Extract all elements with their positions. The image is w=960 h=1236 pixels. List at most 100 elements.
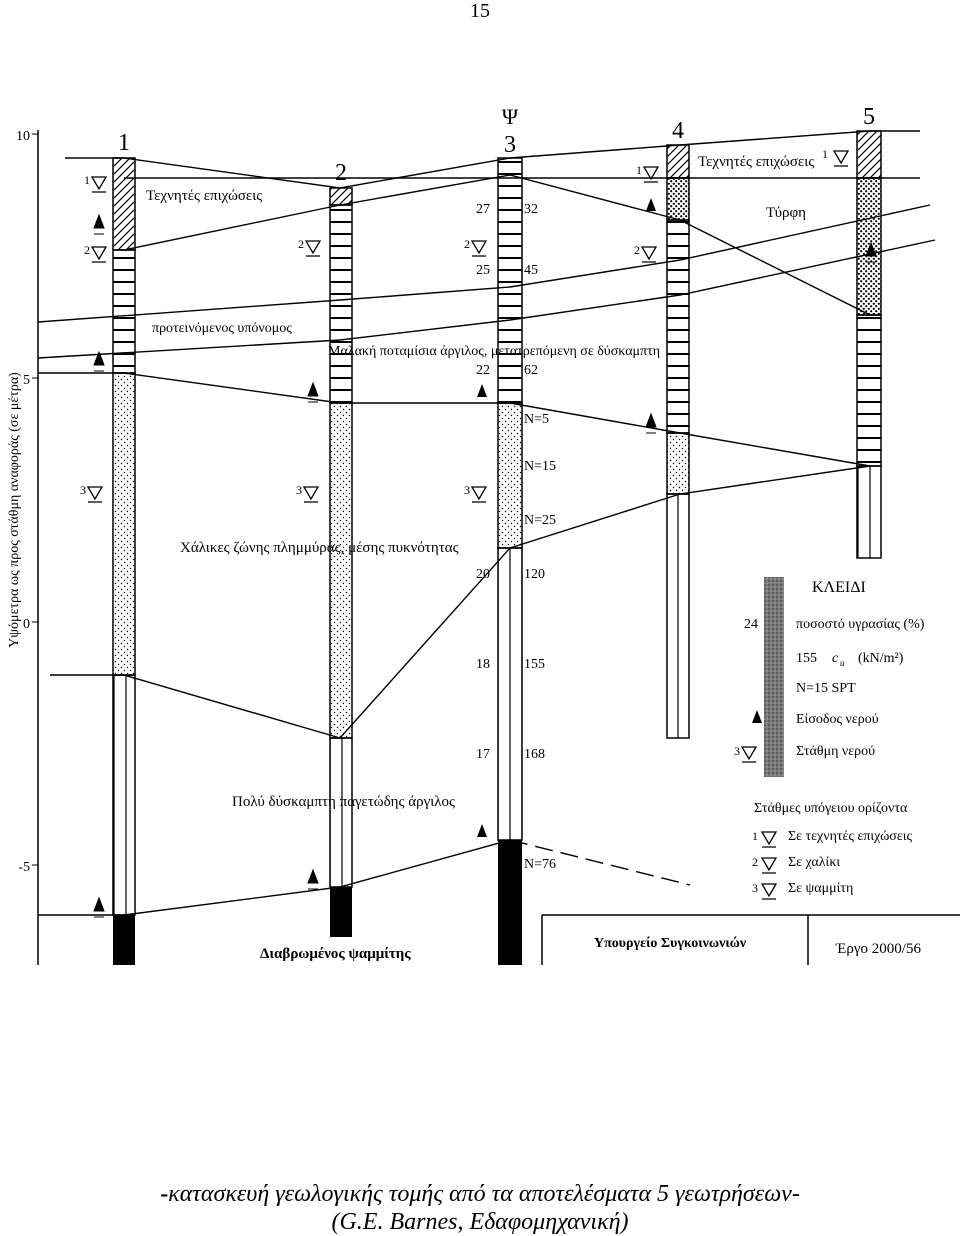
svg-text:1: 1 <box>822 147 828 161</box>
borehole-3: 3 Ψ <box>497 104 523 965</box>
key-strength-unit: (kN/m²) <box>858 651 904 666</box>
water-level-icon <box>760 831 778 848</box>
key-strength-sym: c <box>832 651 839 666</box>
water-inflow-icon <box>477 824 487 837</box>
geological-section-diagram: 10 5 0 -5 Υψόμετρα ως προς στάθμη αναφορ… <box>7 104 960 965</box>
page-number: 15 <box>470 0 490 22</box>
water-inflow-icon <box>93 350 105 372</box>
borehole-4: 4 <box>666 118 690 739</box>
borehole-3-values: 27 25 22 20 18 17 32 45 62 120 155 168 N… <box>476 202 556 872</box>
water-inflow-icon <box>93 896 105 918</box>
label-stiff-clay: Πολύ δύσκαμπτη παγετώδης άργιλος <box>232 794 455 810</box>
borehole-5: 5 <box>856 104 882 559</box>
y-tick-0: 0 <box>23 617 30 632</box>
strength-value: 168 <box>524 747 545 762</box>
label-tunnel: προτεινόμενος υπόνομος <box>152 321 292 336</box>
water-level-icon: 3 <box>80 483 104 503</box>
groundwater-legend: Στάθμες υπόγειου ορίζοντα 1 Σε τεχνητές … <box>752 801 912 900</box>
svg-text:2: 2 <box>84 243 90 257</box>
moisture-value: 20 <box>476 567 490 582</box>
y-tick-10: 10 <box>16 129 30 144</box>
label-sandstone: Διαβρωμένος ψαμμίτης <box>260 946 411 962</box>
svg-text:1: 1 <box>84 173 90 187</box>
svg-text:2: 2 <box>634 243 640 257</box>
spt-value: N=25 <box>524 513 556 528</box>
water-inflow-icon <box>307 868 319 890</box>
caption-dash: - <box>160 1181 169 1207</box>
svg-text:3: 3 <box>752 881 758 895</box>
svg-text:2: 2 <box>752 855 758 869</box>
key-water-level-num: 3 <box>734 744 740 758</box>
svg-text:2: 2 <box>464 237 470 251</box>
borehole-5-label: 5 <box>863 104 875 130</box>
moisture-value: 25 <box>476 263 490 278</box>
strength-value: 120 <box>524 567 545 582</box>
borehole-2: 2 <box>329 160 353 937</box>
water-inflow-icon <box>93 213 105 235</box>
svg-text:3: 3 <box>464 483 470 497</box>
label-soft-clay: Μαλακή ποταμίσια άργιλος, μετατρεπόμενη … <box>328 344 660 359</box>
water-level-icon: 2 <box>298 237 322 257</box>
water-level-icon <box>760 883 778 900</box>
strength-value: 32 <box>524 202 538 217</box>
water-level-icon: 1 <box>822 147 850 167</box>
key-moisture-text: ποσοστό υγρασίας (%) <box>796 617 925 632</box>
spt-value: N=5 <box>524 412 549 427</box>
svg-text:3: 3 <box>296 483 302 497</box>
moisture-value: 22 <box>476 363 490 378</box>
caption-line-1: κατασκευή γεωλογικής τομής από τα αποτελ… <box>168 1181 800 1207</box>
label-gravel: Χάλικες ζώνης πλημμύρας, μέσης πυκνότητα… <box>180 540 459 556</box>
water-inflow-markers <box>93 198 877 918</box>
y-tick-minus5: -5 <box>18 860 30 875</box>
water-inflow-icon <box>752 710 762 723</box>
key-sample-bar <box>764 577 784 777</box>
water-level-icon: 1 <box>84 173 108 193</box>
y-axis: 10 5 0 -5 Υψόμετρα ως προς στάθμη αναφορ… <box>7 129 39 965</box>
water-level-markers: 1 2 3 2 3 2 3 1 <box>80 147 850 503</box>
borehole-1-label: 1 <box>118 130 130 156</box>
label-peat: Τύρφη <box>766 205 806 221</box>
water-inflow-icon <box>865 241 877 263</box>
moisture-value: 27 <box>476 202 490 217</box>
moisture-value: 18 <box>476 657 490 672</box>
groundwater-item-1: Σε τεχνητές επιχώσεις <box>788 829 912 844</box>
water-inflow-icon <box>477 384 487 397</box>
title-block-ministry: Υπουργείο Συγκοινωνιών <box>594 936 747 951</box>
water-level-icon <box>740 746 758 763</box>
caption-line-2: (G.E. Barnes, Εδαφομηχανική) <box>331 1209 629 1235</box>
groundwater-item-2: Σε χαλίκι <box>788 855 840 870</box>
svg-text:1: 1 <box>752 829 758 843</box>
key-spt-text: N=15 SPT <box>796 681 856 696</box>
water-level-icon: 2 <box>84 243 108 263</box>
y-tick-5: 5 <box>23 373 30 388</box>
key-legend: ΚΛΕΙΔΙ 24 ποσοστό υγρασίας (%) 155 c u (… <box>734 577 925 777</box>
borehole-1: 1 <box>112 130 136 965</box>
borehole-3-label: 3 <box>504 132 516 158</box>
svg-text:2: 2 <box>298 237 304 251</box>
key-title: ΚΛΕΙΔΙ <box>812 579 866 596</box>
strength-value: 62 <box>524 363 538 378</box>
layer-labels: Τεχνητές επιχώσεις Τεχνητές επιχώσεις Τύ… <box>146 154 814 962</box>
key-strength-sub: u <box>840 658 845 668</box>
water-level-icon <box>760 857 778 874</box>
borehole-4-label: 4 <box>672 118 684 144</box>
borehole-2-label: 2 <box>335 160 347 186</box>
y-axis-label: Υψόμετρα ως προς στάθμη αναφοράς (σε μέτ… <box>7 372 22 648</box>
key-moisture-num: 24 <box>744 617 758 632</box>
key-strength-num: 155 <box>796 651 817 666</box>
strength-value: 45 <box>524 263 538 278</box>
water-inflow-icon <box>646 198 656 211</box>
water-level-icon: 2 <box>464 237 488 257</box>
water-level-icon: 3 <box>296 483 320 503</box>
figure-caption: -κατασκευή γεωλογικής τομής από τα αποτε… <box>0 1180 960 1236</box>
strength-value: 155 <box>524 657 545 672</box>
svg-text:1: 1 <box>636 163 642 177</box>
layer-boundaries <box>37 130 936 916</box>
label-fill-4: Τεχνητές επιχώσεις <box>698 154 814 170</box>
water-level-icon: 1 <box>636 163 660 183</box>
spt-value: N=15 <box>524 459 556 474</box>
title-block-project: Έργο 2000/56 <box>835 941 921 957</box>
key-water-level: Στάθμη νερού <box>796 744 875 759</box>
groundwater-item-3: Σε ψαμμίτη <box>788 881 853 896</box>
groundwater-title: Στάθμες υπόγειου ορίζοντα <box>754 801 908 816</box>
